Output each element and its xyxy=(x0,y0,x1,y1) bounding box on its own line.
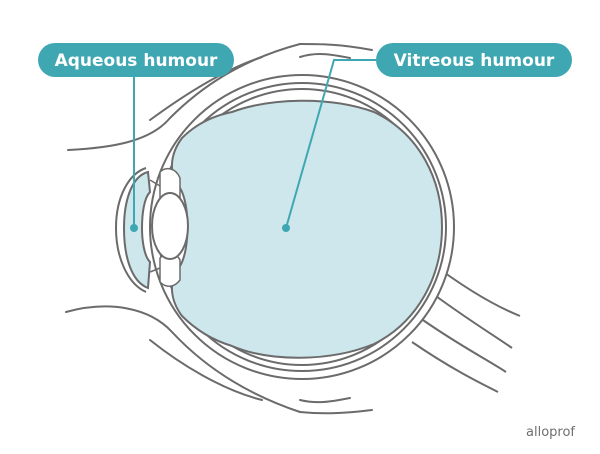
upper-eyelid xyxy=(67,43,373,151)
vitreous-humour-label: Vitreous humour xyxy=(376,43,572,77)
cornea xyxy=(114,167,147,293)
lens xyxy=(151,192,189,260)
vitreous-leader-line xyxy=(285,59,376,229)
aqueous-humour-label: Aqueous humour xyxy=(38,43,234,77)
vitreous-leader-dot xyxy=(282,224,290,232)
vitreous-humour-text: Vitreous humour xyxy=(394,51,555,71)
aqueous-leader-dot xyxy=(130,224,138,232)
lower-eyelid xyxy=(65,305,373,415)
vitreous-chamber xyxy=(171,99,444,359)
aqueous-humour-text: Aqueous humour xyxy=(55,51,218,71)
brand-logo: alloprof xyxy=(526,425,575,440)
